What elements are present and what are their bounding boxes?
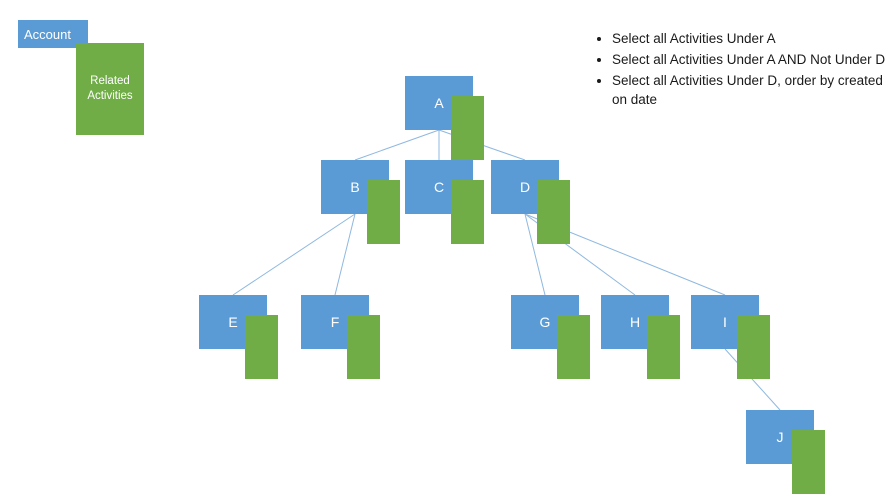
- node-account-J: J: [746, 410, 825, 494]
- related-activities-box: [537, 180, 570, 244]
- node-label: A: [434, 95, 444, 111]
- related-activities-box: [647, 315, 680, 379]
- node-label: G: [539, 314, 551, 330]
- bullet-item: Select all Activities Under A AND Not Un…: [612, 51, 896, 70]
- node-label: D: [519, 179, 531, 195]
- related-activities-box: [792, 430, 825, 494]
- node-account-D: D: [491, 160, 570, 244]
- related-activities-box: [451, 180, 484, 244]
- related-activities-box: [737, 315, 770, 379]
- bullet-item: Select all Activities Under D, order by …: [612, 72, 896, 110]
- related-activities-box: [347, 315, 380, 379]
- node-account-F: F: [301, 295, 380, 379]
- notes-bullet-list: Select all Activities Under A Select all…: [588, 30, 896, 112]
- node-label: J: [776, 429, 784, 445]
- related-activities-box: [245, 315, 278, 379]
- node-account-A: A: [405, 76, 484, 160]
- node-account-C: C: [405, 160, 484, 244]
- related-activities-box: [451, 96, 484, 160]
- legend-related-activities-box: Related Activities: [76, 43, 144, 135]
- node-account-H: H: [601, 295, 680, 379]
- node-label: E: [228, 314, 238, 330]
- node-label: I: [723, 314, 727, 330]
- node-label: B: [350, 179, 360, 195]
- related-activities-box: [367, 180, 400, 244]
- bullet-item: Select all Activities Under A: [612, 30, 896, 49]
- legend-account-label: Account: [24, 26, 71, 42]
- legend-related-activities-label: Related Activities: [87, 75, 133, 102]
- related-activities-box: [557, 315, 590, 379]
- node-account-B: B: [321, 160, 400, 244]
- node-account-I: I: [691, 295, 770, 379]
- node-account-E: E: [199, 295, 278, 379]
- node-account-G: G: [511, 295, 590, 379]
- node-label: F: [330, 314, 340, 330]
- node-label: H: [629, 314, 641, 330]
- node-label: C: [433, 179, 445, 195]
